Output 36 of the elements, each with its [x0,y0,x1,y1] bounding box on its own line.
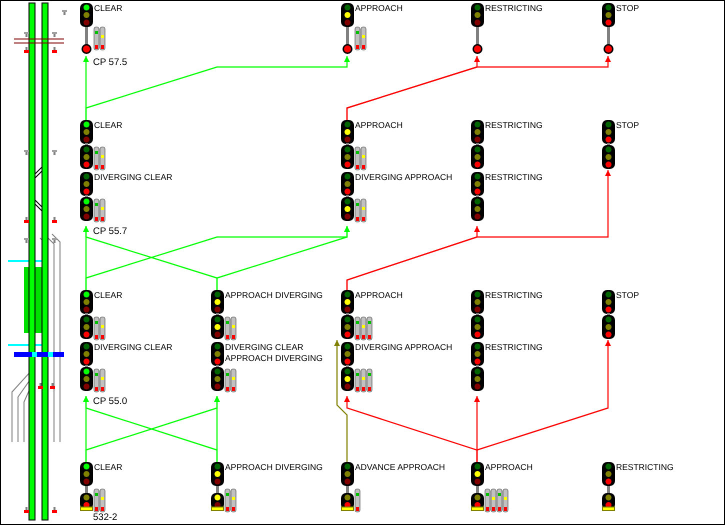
arrow [216,226,350,290]
aspect-label: CLEAR [94,462,124,473]
aspect-label: DIVERGING APPROACH [355,172,454,183]
arrow [346,56,611,120]
aspect-label: STOP [616,120,640,131]
aspect-label: DIVERGING APPROACH [355,342,454,353]
aspect-label: APPROACH DIVERGING [225,462,324,473]
aspect-label: RESTRICTING [616,462,675,473]
aspect-label: CLEAR [94,290,124,301]
location-label: CP 55.0 [93,396,128,407]
aspect-label: CLEAR [94,120,124,131]
arrow [85,56,350,120]
aspect-label: RESTRICTING [485,3,544,14]
aspect-label: ADVANCE APPROACH [355,462,446,473]
arrow [334,340,348,462]
aspect-label: STOP [616,290,640,301]
arrow [476,340,611,462]
aspect-label: DIVERGING CLEAR [94,172,174,183]
arrow [214,396,220,462]
location-label: 532-2 [93,512,118,523]
location-label: CP 55.7 [93,226,128,237]
aspect-label: APPROACH DIVERGING [225,290,324,301]
aspect-label: RESTRICTING [485,172,544,183]
aspect-label: APPROACH [355,290,404,301]
arrow [346,170,611,290]
aspect-label: RESTRICTING [485,290,544,301]
location-label: CP 57.5 [93,57,128,68]
aspect-label: APPROACH [485,462,534,473]
aspect-label: DIVERGING CLEAR [94,342,174,353]
aspect-label: CLEAR [94,3,124,14]
aspect-label: STOP [616,3,640,14]
aspect-label: DIVERGING CLEAR APPROACH DIVERGING [225,342,324,364]
aspect-label: APPROACH [355,3,404,14]
aspect-label: APPROACH [355,120,404,131]
aspect-label: RESTRICTING [485,342,544,353]
aspect-label: RESTRICTING [485,120,544,131]
